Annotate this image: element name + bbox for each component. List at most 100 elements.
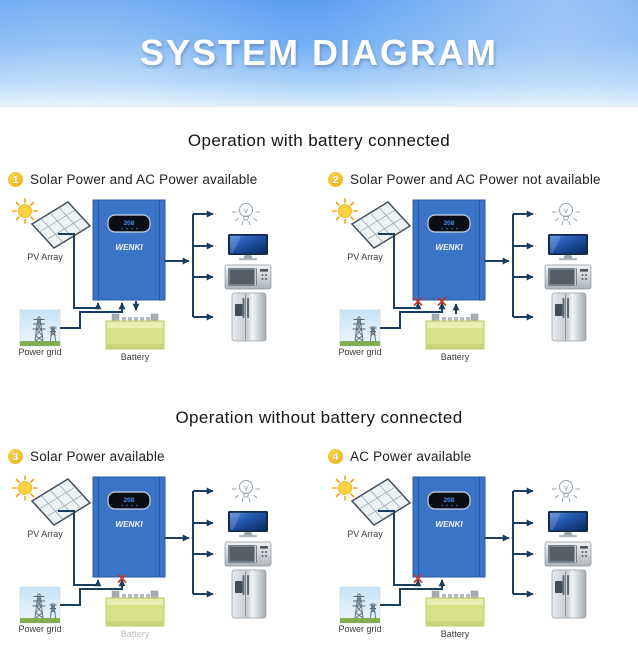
- diagram-cell: 2 Solar Power and AC Power not available: [326, 169, 636, 366]
- panel-grid-lines: [39, 207, 83, 243]
- pv-blocked-x-icon: [413, 574, 423, 583]
- diagram-number-badge: 2: [328, 172, 343, 187]
- refrigerator-icon: [231, 292, 267, 342]
- sun-icon: [332, 475, 358, 501]
- connection-diagram: PV Array Power grid: [332, 475, 592, 639]
- battery-icon: [425, 590, 485, 627]
- diagram-cell: 4 AC Power available PV: [326, 446, 636, 643]
- pv-array-label: PV Array: [347, 529, 383, 539]
- power-grid-label: Power grid: [18, 624, 61, 634]
- grid-wire: [380, 579, 446, 606]
- diagram-cell: 1 Solar Power and AC Power available: [6, 169, 316, 366]
- inverter: 208 WENKI: [92, 476, 166, 578]
- grid-blocked-x-icon: [437, 297, 447, 306]
- sun-icon: [12, 475, 38, 501]
- pv-array-icon: [332, 198, 412, 249]
- power-grid-icon: [19, 586, 61, 624]
- diagram-grid: 3 Solar Power available: [0, 446, 638, 643]
- battery-icon: [425, 313, 485, 350]
- battery-icon: [105, 590, 165, 627]
- battery-label: Battery: [121, 352, 150, 362]
- battery-label: Battery: [441, 629, 470, 639]
- inverter-display-value: 208: [444, 497, 455, 504]
- battery-caps: [122, 317, 150, 321]
- battery-label: Battery: [441, 352, 470, 362]
- diagram-grid: 1 Solar Power and AC Power available: [0, 169, 638, 366]
- inverter-display-value: 208: [444, 220, 455, 227]
- power-grid-icon: [339, 309, 381, 347]
- microwave-icon: [544, 541, 592, 567]
- tv-icon: [228, 511, 268, 538]
- inverter-display-value: 208: [124, 497, 135, 504]
- panel-grid-lines: [359, 207, 403, 243]
- light-bulb-icon: [552, 480, 580, 503]
- battery-caps: [122, 594, 150, 598]
- pv-array-icon: [332, 475, 412, 526]
- inverter: 208 WENKI: [412, 476, 486, 578]
- sun-icon: [332, 198, 358, 224]
- connection-diagram: PV Array Power grid: [332, 198, 592, 362]
- battery-label: Battery: [121, 629, 150, 639]
- light-bulb-icon: [552, 203, 580, 226]
- pv-array-label: PV Array: [347, 252, 383, 262]
- diagram-number-badge: 4: [328, 449, 343, 464]
- inverter-display-value: 208: [124, 220, 135, 227]
- pv-array-icon: [12, 198, 92, 249]
- tv-icon: [228, 234, 268, 261]
- inverter-brand-label: WENKI: [435, 243, 463, 252]
- microwave-buttons: [261, 551, 267, 557]
- inverter-display: [427, 491, 471, 510]
- light-bulb-icon: [232, 203, 260, 226]
- pv-array-label: PV Array: [27, 252, 63, 262]
- pv-array-icon: [12, 475, 92, 526]
- microwave-icon: [224, 541, 272, 567]
- tv-icon: [548, 511, 588, 538]
- connection-diagram: PV Array Power grid: [12, 475, 272, 639]
- inverter-display-dots: [121, 504, 138, 507]
- inverter-display-dots: [441, 504, 458, 507]
- diagram-caption: 2 Solar Power and AC Power not available: [326, 169, 636, 190]
- transmission-towers: [32, 316, 57, 342]
- pv-blocked-x-icon: [413, 297, 423, 306]
- panel-grid-lines: [39, 484, 83, 520]
- diagram-caption-text: Solar Power available: [30, 449, 165, 464]
- inverter-display: [427, 214, 471, 233]
- panel-grid-lines: [359, 484, 403, 520]
- power-grid-label: Power grid: [338, 347, 381, 357]
- diagram-caption: 3 Solar Power available: [6, 446, 316, 467]
- diagram-caption-text: Solar Power and AC Power not available: [350, 172, 601, 187]
- wires: [58, 210, 214, 329]
- diagram-number-badge: 1: [8, 172, 23, 187]
- microwave-buttons: [261, 274, 267, 280]
- pv-wire: [378, 233, 422, 310]
- section-title: Operation without battery connected: [175, 408, 463, 427]
- wires: [378, 210, 534, 329]
- transmission-towers: [352, 316, 377, 342]
- inverter: 208 WENKI: [412, 199, 486, 301]
- diagram-caption-text: Solar Power and AC Power available: [30, 172, 258, 187]
- operation-section: Operation with battery connected 1 Solar…: [0, 131, 638, 366]
- microwave-icon: [224, 264, 272, 290]
- section-title: Operation with battery connected: [187, 131, 451, 150]
- pv-array-label: PV Array: [27, 529, 63, 539]
- diagram-caption-text: AC Power available: [350, 449, 472, 464]
- refrigerator-icon: [231, 569, 267, 619]
- diagram-cell: 3 Solar Power available: [6, 446, 316, 643]
- diagram-number-badge: 3: [8, 449, 23, 464]
- sections: Operation with battery connected 1 Solar…: [0, 131, 638, 643]
- grid-blocked-x-icon: [117, 574, 127, 583]
- system-diagram-page: SYSTEM DIAGRAM Operation with battery co…: [0, 0, 638, 643]
- connection-diagram: PV Array Power grid: [12, 198, 272, 362]
- inverter-display: [107, 491, 151, 510]
- operation-section: Operation without battery connected 3 So…: [0, 408, 638, 643]
- battery-icon: [105, 313, 165, 350]
- diagram-caption: 4 AC Power available: [326, 446, 636, 467]
- grid-wire: [380, 302, 446, 329]
- page-title: SYSTEM DIAGRAM: [139, 31, 498, 73]
- sun-icon: [12, 198, 38, 224]
- transmission-towers: [352, 593, 377, 619]
- inverter-display-dots: [121, 227, 138, 230]
- tv-icon: [548, 234, 588, 261]
- pv-wire: [58, 233, 102, 310]
- light-bulb-icon: [232, 480, 260, 503]
